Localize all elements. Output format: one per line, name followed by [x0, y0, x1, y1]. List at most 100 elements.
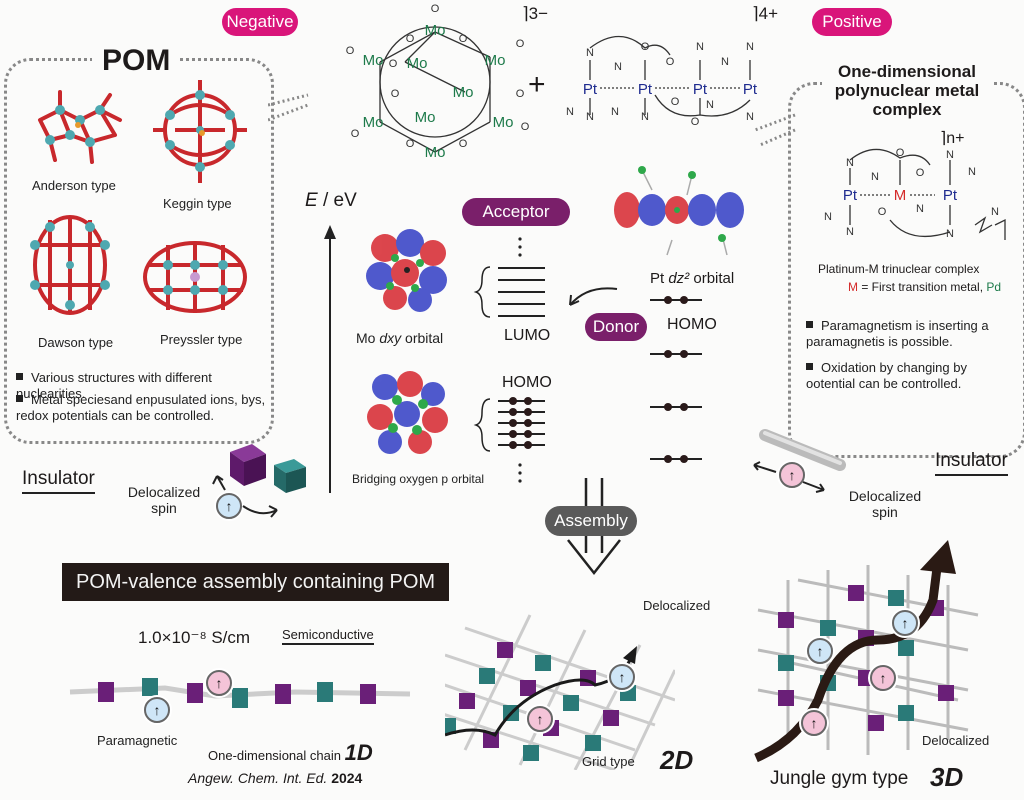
mo-orbital-italic: dxy: [379, 330, 402, 346]
conductivity-class: Semiconductive: [282, 627, 374, 645]
grid-spin-blue: ↑: [609, 664, 635, 690]
grid-spin-pink: ↑: [527, 706, 553, 732]
mo-orbital-label: Mo dxy orbital: [356, 330, 443, 346]
electron-transfer-arrow: [569, 287, 618, 306]
svg-text:O: O: [521, 121, 530, 133]
pom-homo-label: HOMO: [502, 374, 552, 391]
svg-text:Mo: Mo: [425, 144, 446, 161]
svg-text:N: N: [696, 41, 704, 53]
pom-insulator-label: Insulator: [22, 468, 95, 494]
energy-unit: / eV: [317, 190, 357, 211]
citation-journal: Angew. Chem. Int. Ed.: [188, 770, 328, 786]
svg-text:Mo: Mo: [363, 52, 384, 69]
svg-text:N: N: [991, 206, 999, 218]
chain-1d-image: [69, 678, 411, 708]
svg-text:O: O: [691, 116, 700, 128]
svg-text:O: O: [516, 38, 525, 50]
negative-badge: Negative: [222, 8, 298, 36]
pom-title: POM: [92, 44, 181, 78]
complex-spin-arrows: [753, 461, 825, 493]
purple-cube-icon: [230, 444, 266, 486]
energy-axis-label: E / eV: [305, 190, 357, 212]
dawson-structure: [30, 215, 110, 315]
complex-insulator-label: Insulator: [935, 450, 1008, 476]
dim-3d-text: 3D: [930, 762, 964, 792]
svg-text:O: O: [516, 88, 525, 100]
pom-spin-label: Delocalized spin: [127, 484, 201, 516]
svg-text:N: N: [614, 61, 622, 73]
gym-delocalized-label: Delocalized: [922, 733, 990, 748]
svg-text:Pt: Pt: [638, 81, 653, 98]
complex-bullet-2: Oxidation by changing by ootential can b…: [806, 360, 996, 392]
mo-atom: Mo: [425, 22, 446, 39]
mo-orbital-prefix: Mo: [356, 330, 380, 346]
svg-text:Mo: Mo: [453, 84, 474, 101]
gym-spin-blue-1: ↑: [892, 610, 918, 636]
grid-delocalized-label: Delocalized: [643, 598, 711, 613]
keggin-label: Keggin type: [163, 196, 232, 211]
svg-text:O: O: [346, 45, 355, 57]
chain-1d-label: One-dimensional chain: [208, 748, 341, 763]
pt-homo-label: HOMO: [667, 316, 717, 333]
svg-text:O: O: [459, 33, 468, 45]
mo-orbital-suffix: orbital: [401, 330, 444, 346]
svg-text:O: O: [459, 138, 468, 150]
svg-text:N: N: [706, 99, 714, 111]
pt-orbital-image: [614, 166, 744, 256]
chain-cubes: [98, 678, 376, 708]
citation: Angew. Chem. Int. Ed. 2024: [188, 770, 362, 786]
pt-orbital-suffix: orbital: [689, 270, 735, 287]
svg-text:N: N: [946, 228, 954, 240]
svg-text:O: O: [896, 147, 905, 159]
grid-2d-image: [445, 614, 675, 770]
svg-text:O: O: [671, 96, 680, 108]
svg-text:N: N: [846, 226, 854, 238]
svg-text:Pt: Pt: [693, 81, 708, 98]
svg-text:O: O: [406, 138, 415, 150]
gym-type-label: Jungle gym type: [770, 768, 909, 789]
spin-motion-arrows: [212, 475, 278, 518]
svg-text:M: M: [894, 187, 907, 204]
svg-text:O: O: [916, 167, 925, 179]
anderson-label: Anderson type: [32, 178, 116, 193]
acceptor-badge: Acceptor: [462, 198, 570, 226]
paramagnetic-label: Paramagnetic: [97, 733, 178, 748]
complex-charge: ⌉n+: [940, 130, 965, 147]
svg-text:O: O: [641, 41, 650, 53]
pom-bullet-2: Metal speciesand enpusulated ions, bys, …: [16, 392, 266, 423]
svg-text:N: N: [916, 203, 924, 215]
m-symbol: M: [848, 280, 858, 294]
complex-connector: [754, 113, 796, 147]
citation-year: 2024: [331, 770, 363, 786]
svg-text:O: O: [351, 128, 360, 140]
svg-text:Pt: Pt: [943, 187, 958, 204]
grid-type-label: Grid type: [582, 754, 635, 769]
donor-badge: Donor: [585, 313, 647, 341]
preyssler-structure: [143, 241, 247, 313]
lumo-label: LUMO: [504, 327, 551, 344]
complex-name: Platinum-M trinuclear complex: [818, 262, 980, 276]
preyssler-label: Preyssler type: [160, 332, 243, 347]
chain-spin-pink: ↑: [206, 670, 232, 696]
complex-spin-icon: ↑: [779, 462, 805, 488]
homo-levels: [473, 397, 545, 483]
oxygen-orbital-image: [367, 371, 448, 454]
plus-sign: +: [528, 68, 546, 101]
svg-text:N: N: [611, 106, 619, 118]
dim-1d: 1D: [344, 740, 373, 765]
pt-charge: ⌉4+: [752, 4, 779, 23]
energy-axis-arrow: [324, 225, 336, 493]
keggin-structure: [153, 80, 247, 183]
gym-3d-image: [754, 540, 979, 763]
assembly-badge: Assembly: [545, 506, 637, 536]
pt-orbital-italic: dz²: [668, 270, 690, 287]
teal-cube-icon: [274, 459, 306, 493]
gym-spin-blue-2: ↑: [807, 638, 833, 664]
svg-text:N: N: [586, 111, 594, 123]
svg-text:Pt: Pt: [743, 81, 758, 98]
svg-text:O: O: [666, 56, 675, 68]
assembly-banner: POM-valence assembly containing POM: [62, 563, 450, 601]
complex-bullet-1: Paramagnetism is inserting a paramagneti…: [806, 318, 996, 350]
